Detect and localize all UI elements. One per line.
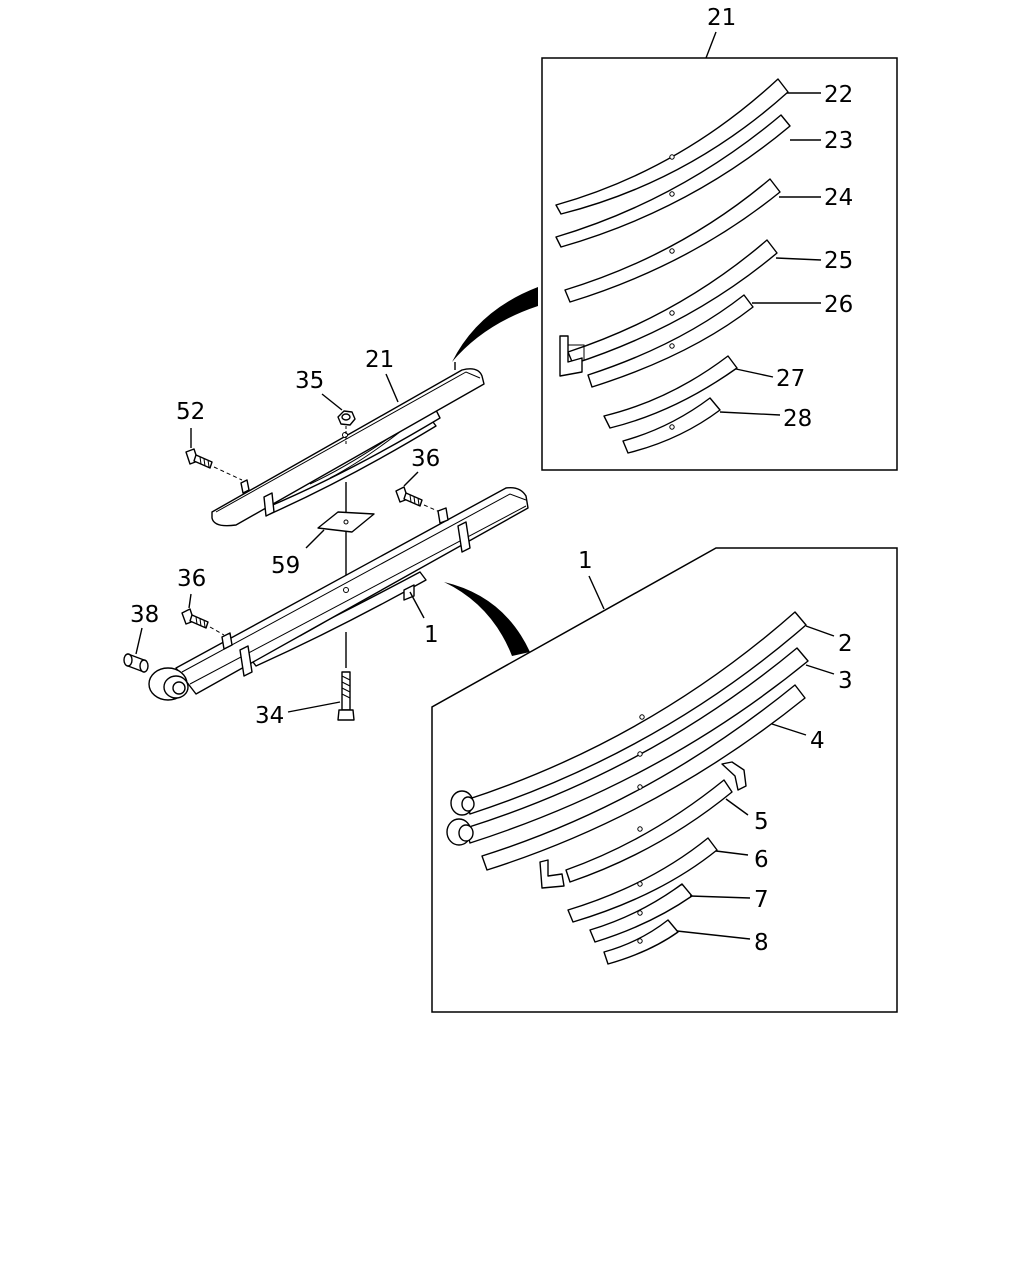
leader-assy-36-right xyxy=(403,471,419,487)
leader-assy-38 xyxy=(135,627,143,655)
callout-28: 28 xyxy=(783,406,812,432)
callout-5: 5 xyxy=(754,809,769,835)
upper-spring-21 xyxy=(211,368,485,527)
bolt-36-right xyxy=(395,486,423,507)
leader-assy-36-left xyxy=(188,593,192,609)
callout-22: 22 xyxy=(824,82,853,108)
bolt-52 xyxy=(185,448,213,469)
callout-2: 2 xyxy=(838,631,853,657)
leader-assy-35 xyxy=(321,393,343,411)
leaf-6 xyxy=(567,837,718,923)
detail-box-21-frame xyxy=(541,57,898,471)
callout-assy-36-right: 36 xyxy=(411,446,440,472)
callout-assy-36-left: 36 xyxy=(177,566,206,592)
detail-box-1: 1 xyxy=(431,547,898,1013)
expand-arrow-upper xyxy=(452,287,538,362)
leader-25 xyxy=(775,257,822,261)
axis-bolt-52 xyxy=(213,466,243,481)
leaf-3 xyxy=(446,647,809,846)
leader-assy-1 xyxy=(409,591,425,619)
detail-box-1-ref: 1 xyxy=(578,548,593,574)
leaf-27 xyxy=(603,355,738,429)
leader-28 xyxy=(719,411,781,416)
detail-box-21: 21 xyxy=(541,5,898,471)
callout-4: 4 xyxy=(810,728,825,754)
detail-box-1-leader xyxy=(588,575,605,610)
callout-24: 24 xyxy=(824,185,853,211)
center-bolt-34 xyxy=(337,632,355,721)
nut-35 xyxy=(337,410,356,426)
leaf-25 xyxy=(567,239,778,365)
leaf-8 xyxy=(603,919,679,965)
callout-assy-34: 34 xyxy=(255,703,284,729)
callout-assy-52: 52 xyxy=(176,399,205,425)
leaf-22 xyxy=(555,78,789,215)
leader-assy-59 xyxy=(305,529,325,549)
leader-5 xyxy=(725,798,749,816)
callout-assy-59: 59 xyxy=(271,553,300,579)
leader-2 xyxy=(805,625,835,637)
leaf-24 xyxy=(564,178,781,303)
leaf-2 xyxy=(450,611,807,816)
leader-4 xyxy=(771,723,807,736)
callout-23: 23 xyxy=(824,128,853,154)
callout-assy-35: 35 xyxy=(295,368,324,394)
leader-7 xyxy=(689,895,751,899)
callout-assy-1: 1 xyxy=(424,622,439,648)
callout-assy-21: 21 xyxy=(365,347,394,373)
bolt-36-left xyxy=(181,608,209,629)
pin-38 xyxy=(123,653,149,673)
axis-bolt-36-left xyxy=(209,626,225,636)
callout-25: 25 xyxy=(824,248,853,274)
leaf-26 xyxy=(559,294,754,388)
detail-box-21-ref: 21 xyxy=(707,5,736,31)
expand-arrow-lower xyxy=(444,582,530,656)
callout-7: 7 xyxy=(754,887,769,913)
leader-assy-21 xyxy=(385,373,399,403)
callout-8: 8 xyxy=(754,930,769,956)
leaf-23 xyxy=(555,114,791,248)
leader-27 xyxy=(735,368,774,378)
callout-assy-38: 38 xyxy=(130,602,159,628)
leaf-28 xyxy=(622,397,721,454)
leaf-4 xyxy=(481,684,806,871)
callout-27: 27 xyxy=(776,366,805,392)
leader-6 xyxy=(715,850,749,856)
leader-8 xyxy=(676,930,751,940)
leader-3 xyxy=(805,664,835,675)
plate-59 xyxy=(317,511,375,533)
callout-26: 26 xyxy=(824,292,853,318)
lower-spring-1 xyxy=(148,486,529,701)
leader-assy-34 xyxy=(287,701,341,713)
callout-6: 6 xyxy=(754,847,769,873)
leaf-5 xyxy=(539,761,747,889)
detail-box-1-frame xyxy=(431,547,898,1013)
detail-box-21-leader xyxy=(705,31,717,59)
callout-3: 3 xyxy=(838,668,853,694)
